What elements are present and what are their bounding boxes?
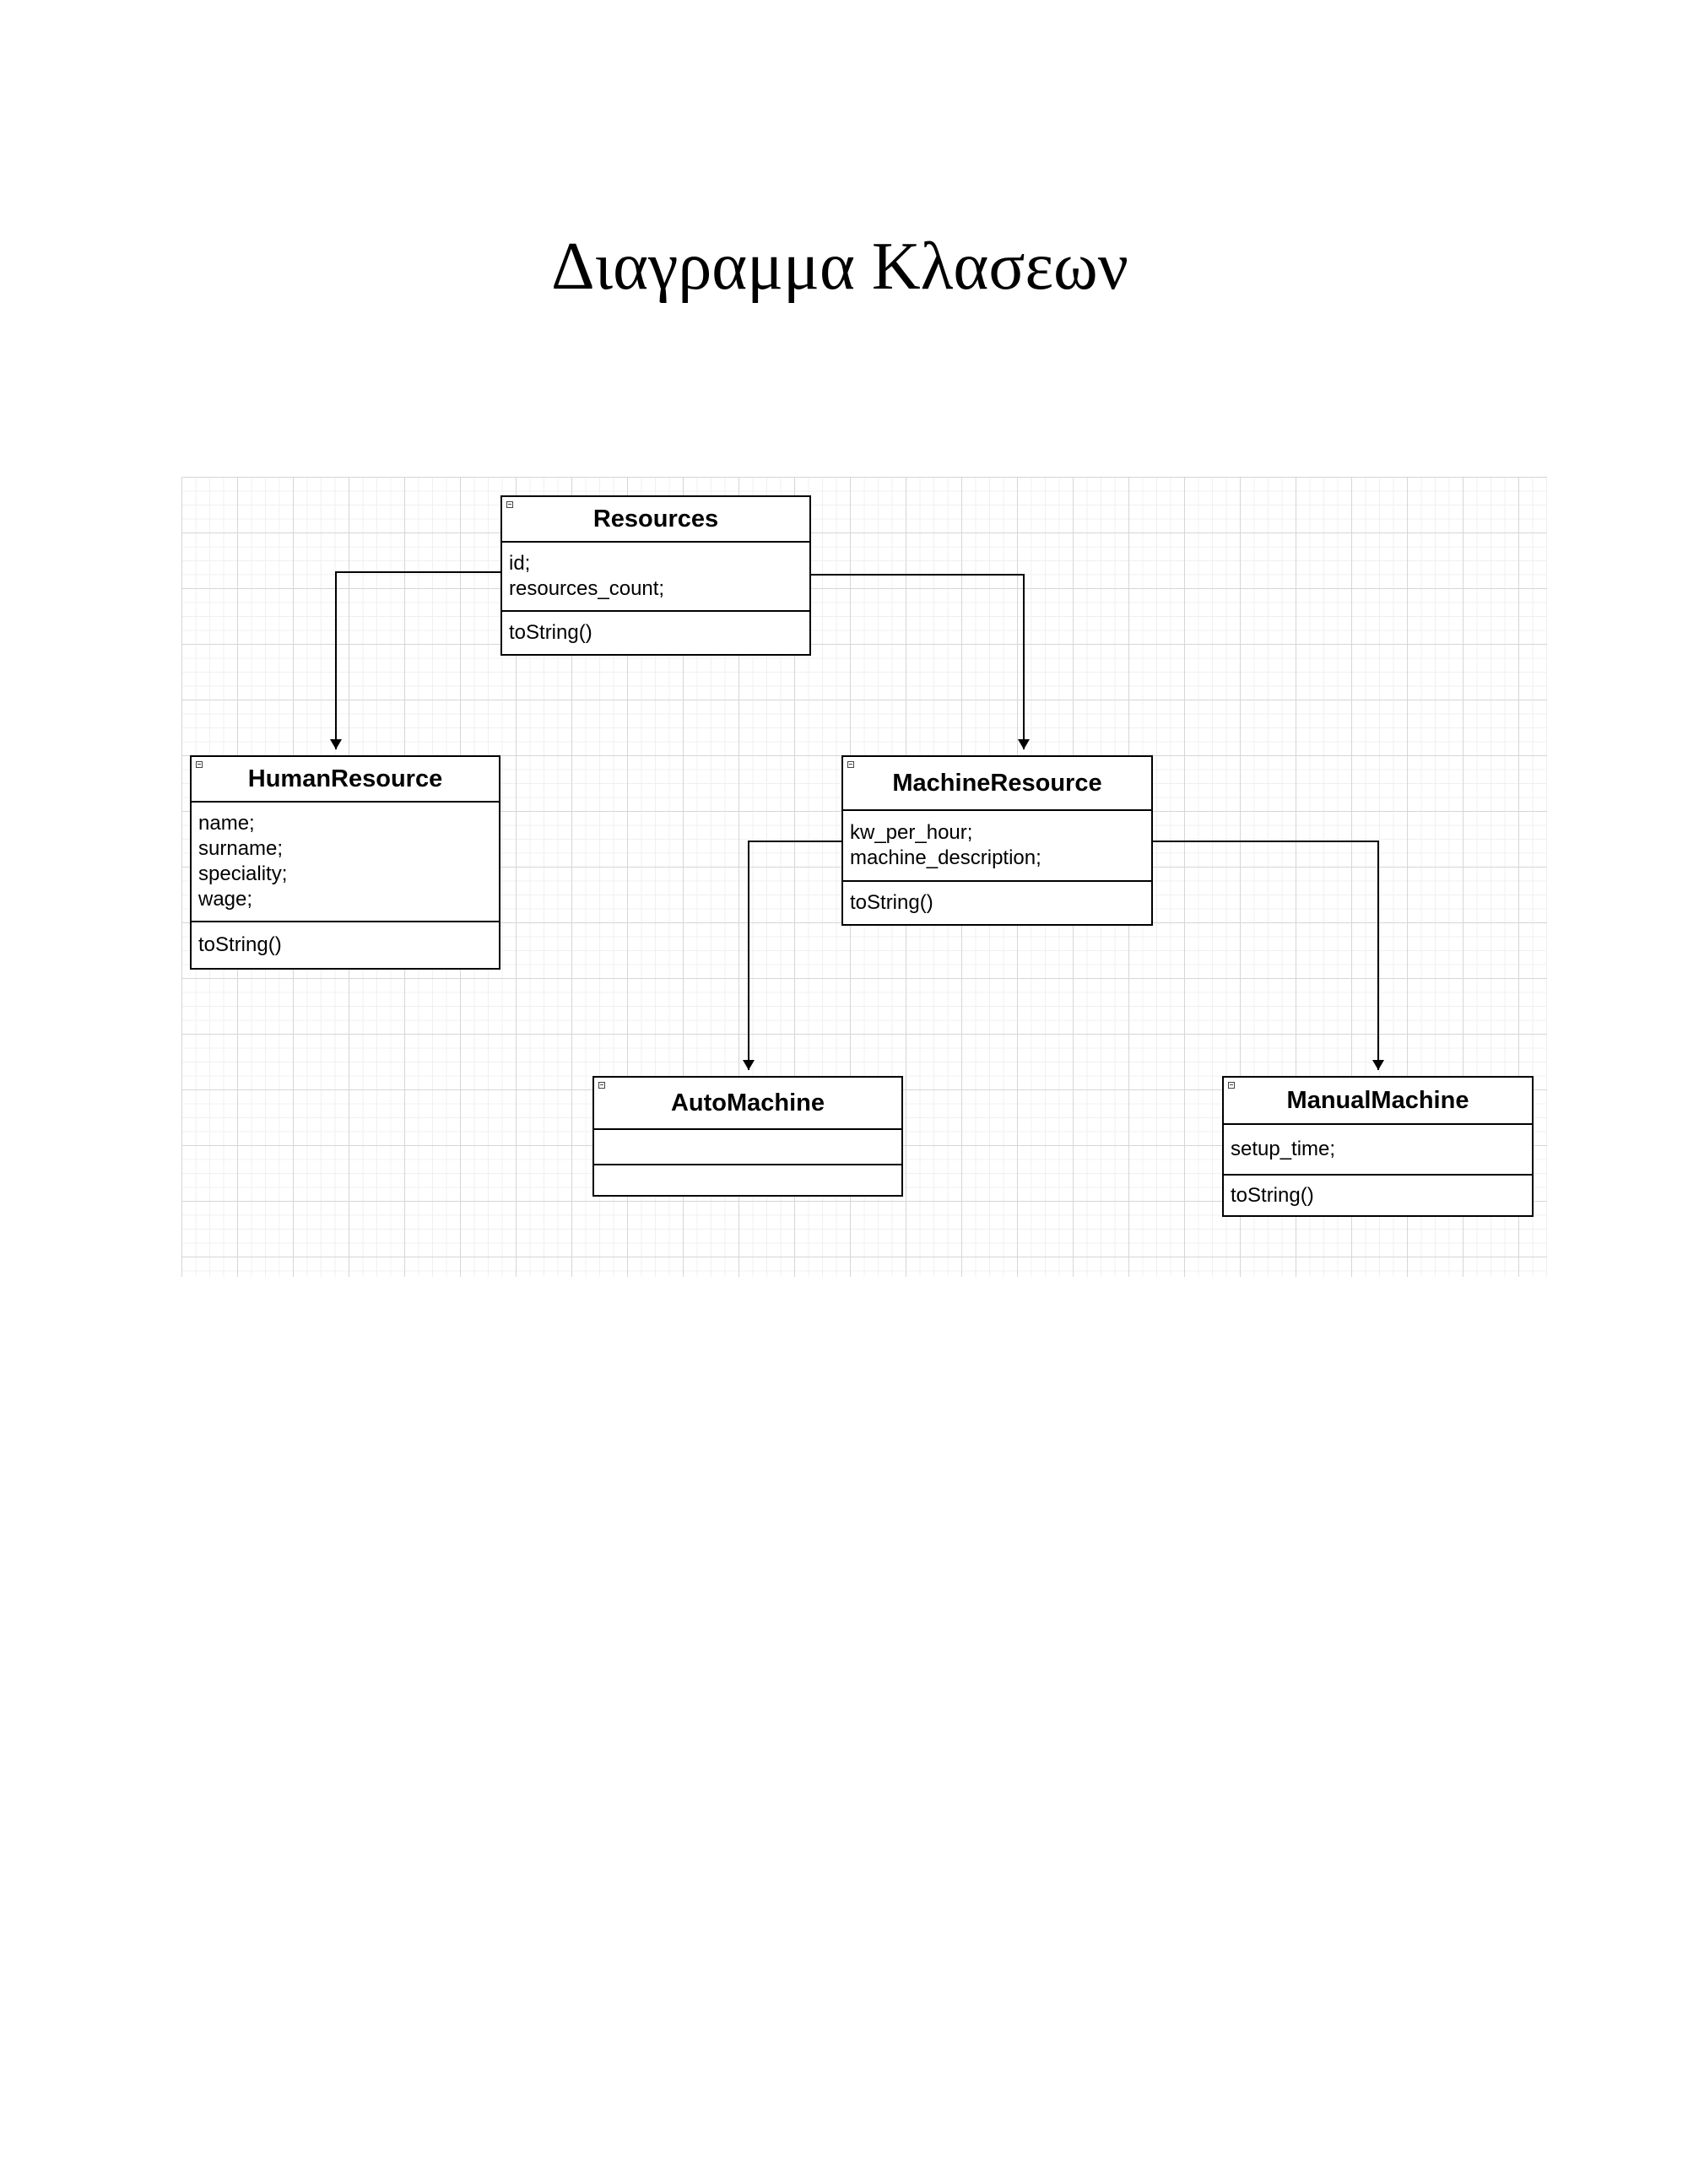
diagram-canvas: Resources id; resources_count; toString(… (181, 477, 1547, 1277)
attribute: surname; (198, 837, 284, 860)
operation: toString() (509, 621, 592, 644)
connector-resources-human (330, 571, 500, 749)
attributes-compartment (594, 1130, 901, 1165)
connector-resources-machine (809, 574, 1030, 749)
class-machine-resource[interactable]: MachineResource kw_per_hour; machine_des… (841, 755, 1153, 926)
attributes-compartment: name; surname; speciality; wage; (192, 803, 499, 922)
attribute: resources_count; (509, 577, 665, 600)
collapse-icon[interactable] (598, 1082, 605, 1089)
class-header: HumanResource (192, 757, 499, 803)
attribute: kw_per_hour; (850, 821, 973, 844)
operations-compartment: toString() (192, 922, 499, 968)
connector-machine-manual (1151, 841, 1384, 1070)
collapse-icon[interactable] (1228, 1082, 1235, 1089)
operations-compartment: toString() (1224, 1176, 1532, 1215)
class-header: ManualMachine (1224, 1078, 1532, 1125)
attribute: wage; (198, 888, 253, 911)
operation: toString() (198, 933, 282, 956)
class-header: AutoMachine (594, 1078, 901, 1130)
class-name: Resources (592, 505, 719, 532)
page-title: Διαγραμμα Κλασεων (551, 230, 1128, 304)
class-resources[interactable]: Resources id; resources_count; toString(… (500, 495, 811, 656)
connectors (330, 571, 1384, 1070)
attribute: machine_description; (850, 846, 1041, 869)
connector-machine-auto (743, 841, 841, 1070)
collapse-icon[interactable] (506, 501, 513, 508)
operation: toString() (850, 891, 933, 914)
class-name: ManualMachine (1286, 1086, 1469, 1114)
operations-compartment: toString() (502, 612, 809, 654)
class-name: HumanResource (247, 765, 443, 792)
class-auto-machine[interactable]: AutoMachine (592, 1076, 903, 1197)
collapse-icon[interactable] (196, 761, 203, 768)
operation: toString() (1231, 1183, 1314, 1207)
collapse-icon[interactable] (847, 761, 854, 768)
attributes-compartment: setup_time; (1224, 1125, 1532, 1176)
operations-compartment (594, 1165, 901, 1195)
class-header: MachineResource (843, 757, 1151, 811)
attributes-compartment: id; resources_count; (502, 543, 809, 612)
attribute: speciality; (198, 862, 288, 885)
class-name: MachineResource (892, 769, 1102, 797)
operations-compartment: toString() (843, 882, 1151, 924)
class-name: AutoMachine (670, 1089, 825, 1116)
class-header: Resources (502, 497, 809, 543)
attribute: setup_time; (1231, 1138, 1336, 1160)
attribute: name; (198, 812, 255, 835)
attribute: id; (509, 552, 531, 575)
class-human-resource[interactable]: HumanResource name; surname; speciality;… (190, 755, 500, 970)
attributes-compartment: kw_per_hour; machine_description; (843, 811, 1151, 882)
class-manual-machine[interactable]: ManualMachine setup_time; toString() (1222, 1076, 1534, 1217)
